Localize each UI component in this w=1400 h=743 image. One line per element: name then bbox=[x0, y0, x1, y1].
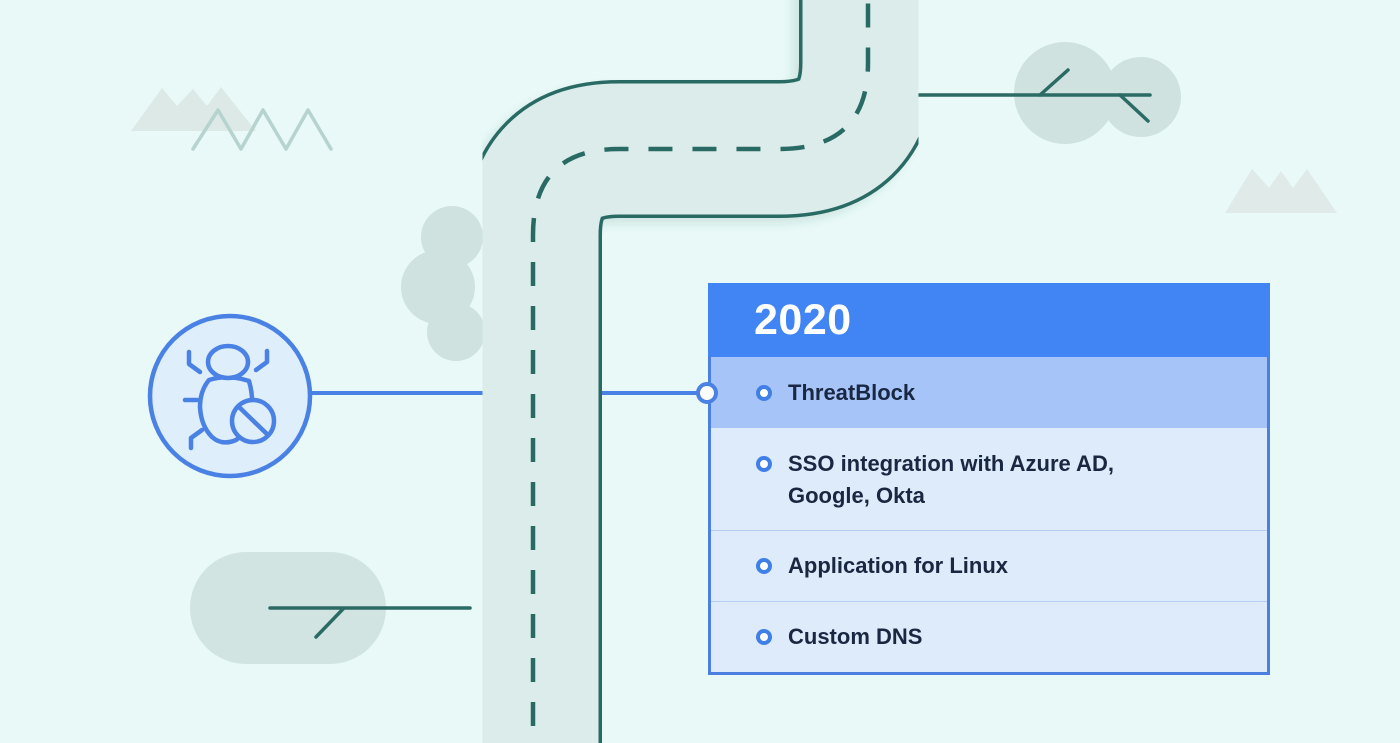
milestone-row-linux[interactable]: Application for Linux bbox=[711, 530, 1267, 601]
milestone-bullet-icon bbox=[756, 456, 772, 472]
milestone-label: ThreatBlock bbox=[788, 379, 916, 405]
road bbox=[464, 0, 937, 743]
branch-icon bbox=[268, 606, 472, 639]
milestone-row-sso[interactable]: SSO integration with Azure AD, Google, O… bbox=[711, 428, 1267, 530]
milestone-label: SSO integration with Azure AD, Google, O… bbox=[788, 451, 1114, 508]
milestone-label: Application for Linux bbox=[788, 553, 1008, 578]
milestone-row-dns[interactable]: Custom DNS bbox=[711, 601, 1267, 672]
year-title: 2020 bbox=[754, 295, 852, 344]
year-card: 2020 ThreatBlock SSO integration with Az… bbox=[708, 283, 1270, 675]
branch-icon bbox=[908, 68, 1152, 123]
year-card-body: ThreatBlock SSO integration with Azure A… bbox=[708, 357, 1270, 675]
milestone-row-threatblock[interactable]: ThreatBlock bbox=[711, 357, 1267, 428]
mountains-icon bbox=[1225, 169, 1337, 213]
milestone-bullet-icon bbox=[756, 629, 772, 645]
cloud-icon bbox=[1014, 42, 1181, 144]
timeline-node-dot bbox=[696, 382, 718, 404]
milestone-label: Custom DNS bbox=[788, 624, 923, 649]
bug-blocked-icon bbox=[147, 313, 313, 479]
milestone-bullet-icon bbox=[756, 558, 772, 574]
milestone-bullet-icon bbox=[756, 384, 772, 401]
year-card-header: 2020 bbox=[708, 283, 1270, 357]
mountains-outline-icon bbox=[191, 108, 333, 151]
road-dashed-line bbox=[530, 0, 871, 743]
mountains-icon bbox=[131, 87, 256, 131]
